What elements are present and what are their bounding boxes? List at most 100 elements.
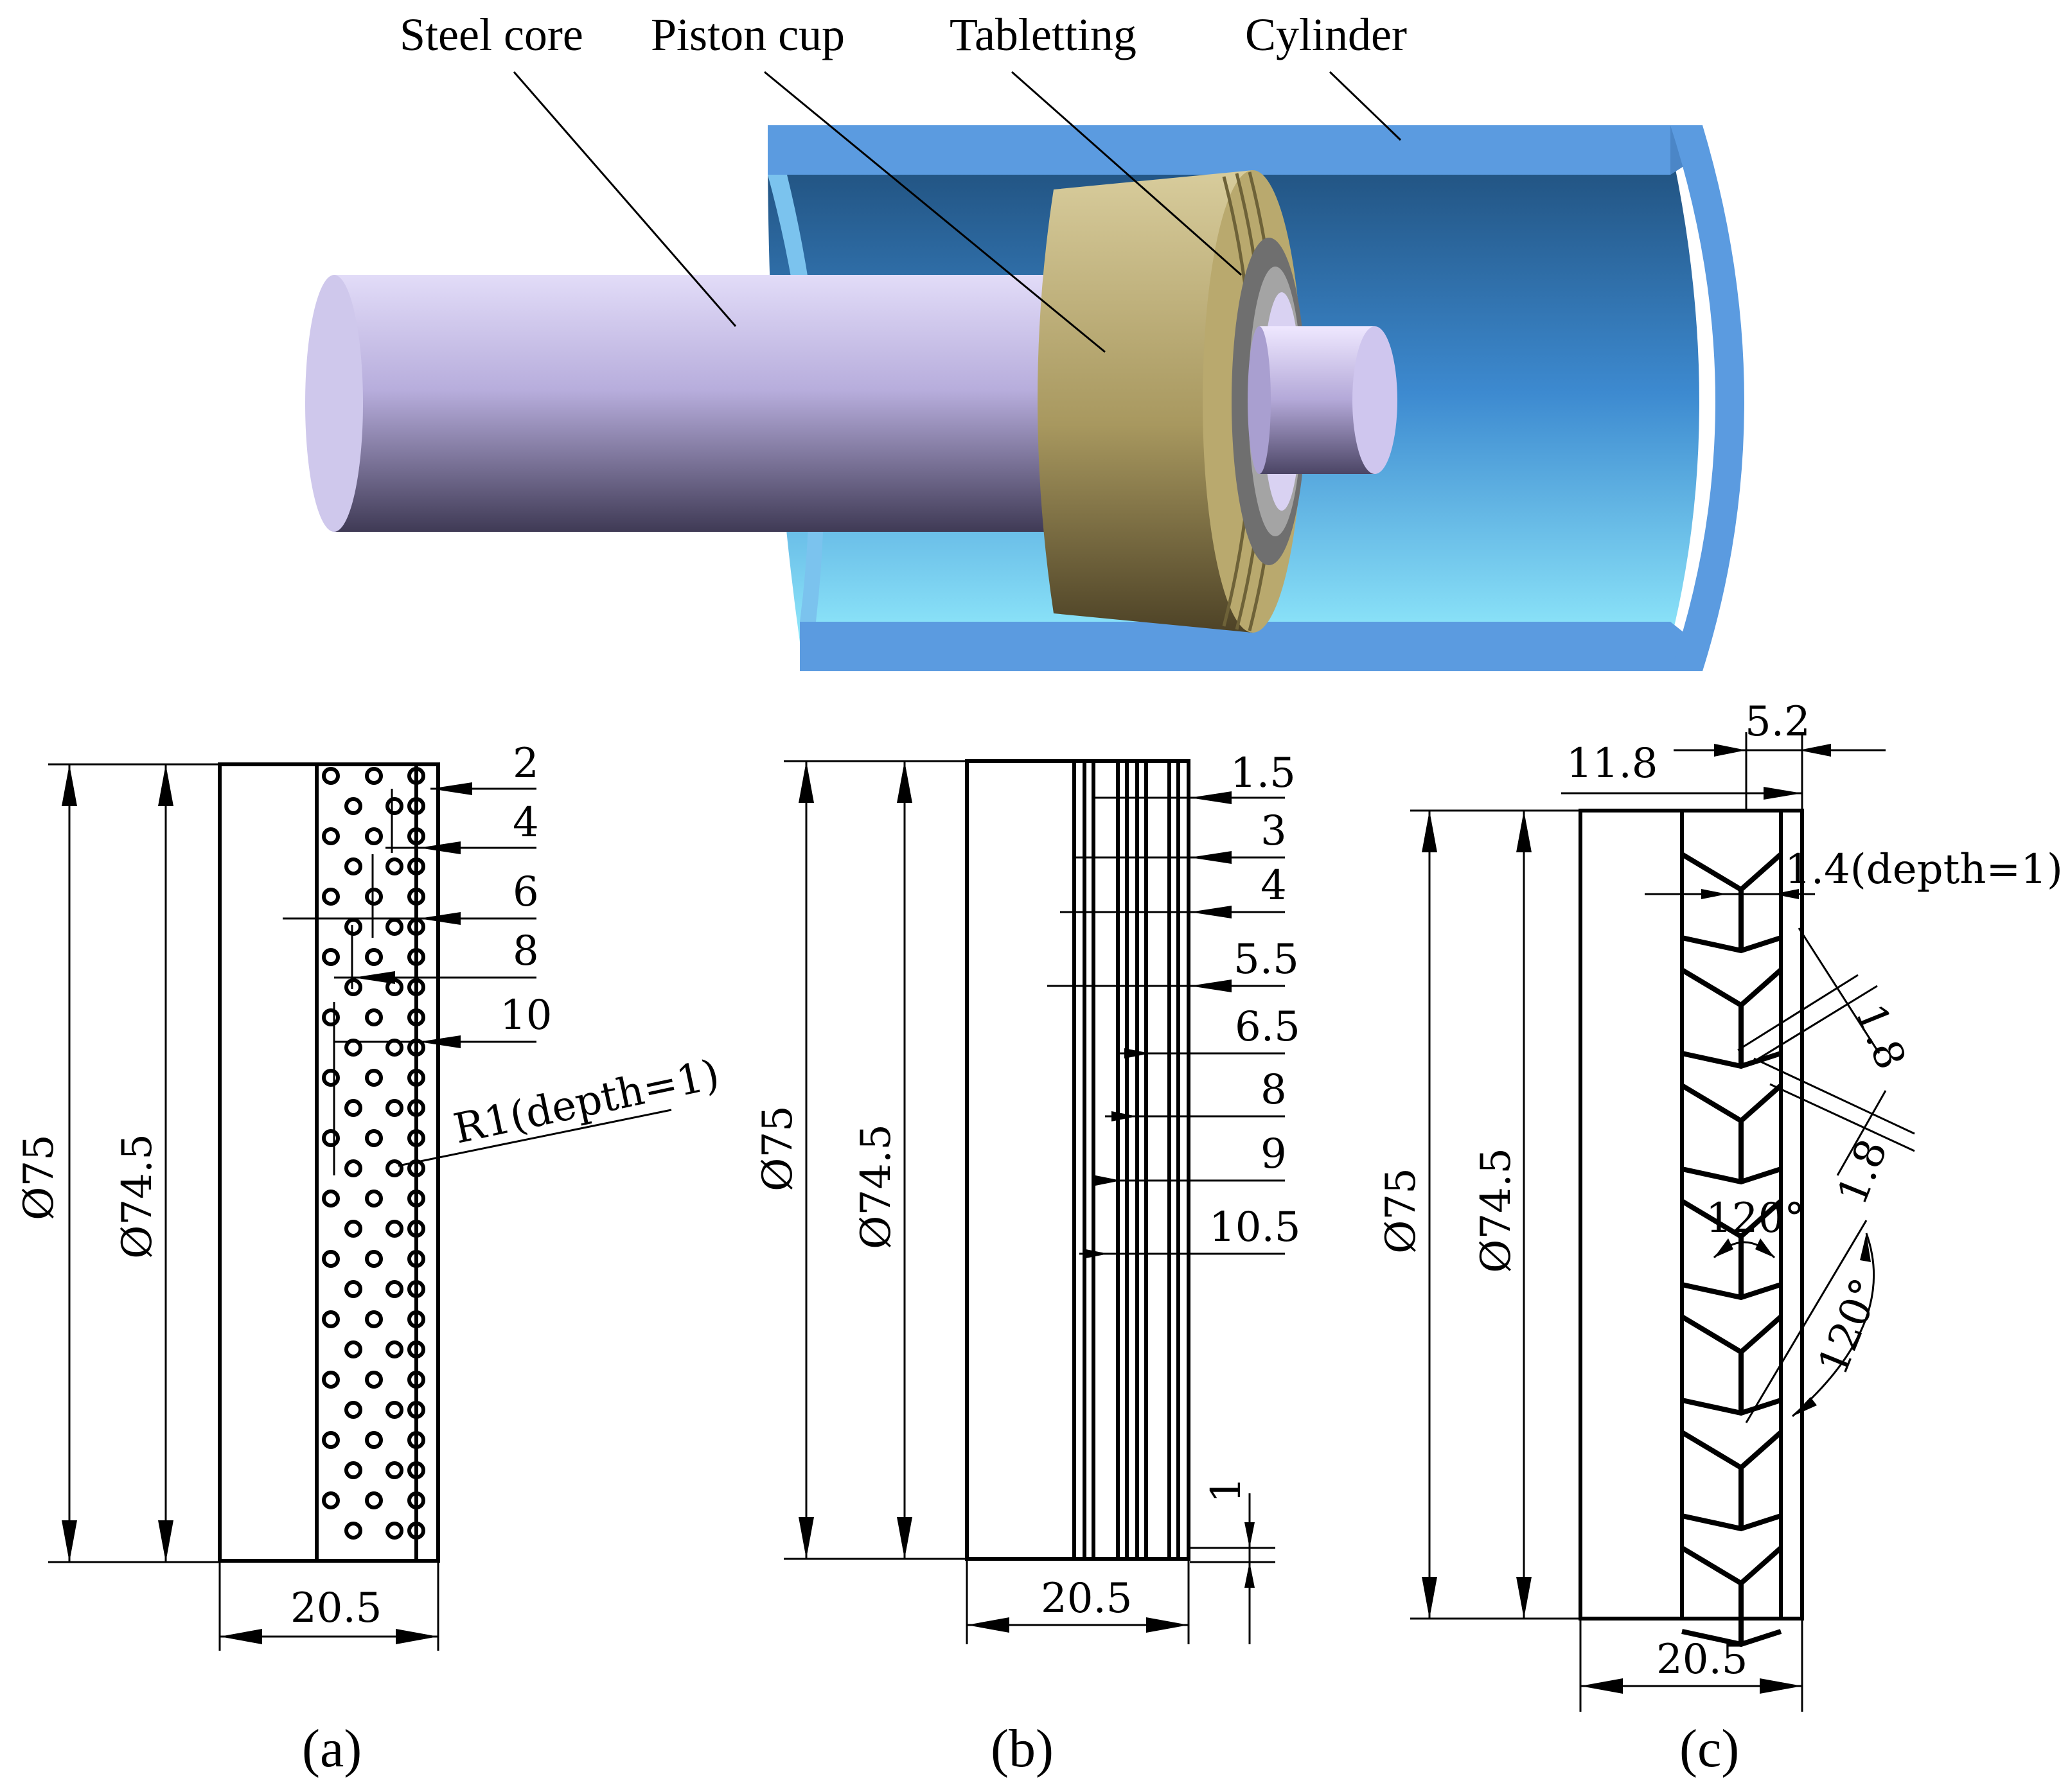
panel-c-angle-1: 120°: [1706, 1195, 1805, 1242]
label-steel-core: Steel core: [400, 9, 583, 60]
hole-mark: [385, 1220, 403, 1238]
cylinder-rim: [1670, 125, 1744, 671]
hole-mark: [407, 1250, 425, 1268]
hole-mark: [365, 1431, 383, 1449]
chevron-groove: [1680, 1083, 1783, 1185]
panel-b-groove-6: 8: [1260, 1066, 1287, 1114]
panel-b-groove-5: 6.5: [1235, 1003, 1300, 1051]
panel-a-inner-diameter: Ø74.5: [114, 1134, 161, 1259]
hole-mark: [365, 1069, 383, 1087]
panel-b-groove-4: 5.5: [1234, 936, 1299, 983]
leader-steel-core: [513, 71, 737, 327]
chevron-groove: [1680, 1199, 1783, 1301]
panel-c-outer-diameter: Ø75: [1377, 1168, 1425, 1254]
hole-mark: [385, 1401, 403, 1419]
center-pin: [1248, 326, 1397, 474]
panel-a-row-4: 8: [513, 927, 539, 975]
cylinder-bottom-wall: [800, 622, 1696, 671]
hole-mark: [365, 1250, 383, 1268]
panel-c-inner-diameter: Ø74.5: [1473, 1148, 1520, 1273]
panel-b: Ø75 Ø74.5 20.5 1.5 3 4: [754, 750, 1301, 1779]
panel-b-groove-3: 4: [1260, 862, 1287, 909]
panel-b-width: 20.5: [1041, 1575, 1133, 1622]
hole-mark: [322, 1190, 340, 1208]
panel-a-caption: (a): [302, 1719, 362, 1779]
chevron-groove: [1680, 1545, 1783, 1647]
chevron-groove: [1680, 967, 1783, 1069]
panel-c-groove-note: 1.4(depth=1): [1785, 846, 2061, 893]
hole-mark: [385, 1522, 403, 1540]
hole-mark: [322, 1069, 340, 1087]
hole-mark: [344, 857, 362, 875]
hole-mark: [322, 948, 340, 966]
panel-b-groove-depth: 1: [1203, 1477, 1250, 1503]
hole-mark: [344, 1401, 362, 1419]
hole-mark: [407, 948, 425, 966]
hole-mark: [385, 857, 403, 875]
label-piston-cup: Piston cup: [651, 9, 845, 60]
panel-a-row-1: 2: [513, 740, 539, 787]
hole-mark: [385, 1461, 403, 1479]
hole-mark: [344, 1039, 362, 1057]
panel-c-body: [1579, 809, 1804, 1621]
panel-a-hole-note: R1(depth=1): [450, 1051, 723, 1154]
hole-mark: [344, 918, 362, 936]
hole-mark: [407, 1310, 425, 1328]
hole-mark: [407, 1340, 425, 1358]
hole-mark: [344, 1220, 362, 1238]
panel-c-offset: 11.8: [1566, 740, 1658, 787]
chevron-groove: [1680, 1430, 1783, 1532]
panel-c-angle-2: 120°: [1809, 1272, 1890, 1382]
hole-mark: [407, 978, 425, 996]
hole-mark: [322, 1431, 340, 1449]
chevron-groove: [1680, 852, 1783, 954]
hole-mark: [365, 1371, 383, 1389]
hole-mark: [407, 827, 425, 845]
hole-mark: [365, 767, 383, 785]
hole-mark: [385, 1099, 403, 1117]
hole-mark: [322, 1310, 340, 1328]
panel-b-groove-7: 9: [1260, 1130, 1287, 1178]
hole-mark: [365, 948, 383, 966]
leader-tabletting: [1011, 71, 1242, 276]
hole-mark: [407, 1491, 425, 1509]
hole-mark: [407, 767, 425, 785]
hole-mark: [407, 797, 425, 815]
hole-mark: [322, 1371, 340, 1389]
panel-c-chevron-grooves: [1680, 852, 1783, 1647]
hole-mark: [344, 1099, 362, 1117]
panel-b-caption: (b): [991, 1719, 1054, 1779]
chevron-groove: [1680, 1314, 1783, 1416]
hole-mark: [322, 1129, 340, 1147]
hole-mark: [385, 918, 403, 936]
panel-b-groove-8: 10.5: [1209, 1204, 1301, 1251]
label-cylinder: Cylinder: [1245, 9, 1407, 60]
hole-mark: [407, 888, 425, 906]
hole-mark: [407, 1522, 425, 1540]
hole-mark: [385, 1280, 403, 1298]
leader-cylinder: [1329, 71, 1402, 141]
panel-a-row-2: 4: [513, 799, 539, 847]
panel-b-outer-diameter: Ø75: [754, 1105, 802, 1191]
hole-mark: [407, 1190, 425, 1208]
panel-c-spacing-2: 1.8: [1828, 1133, 1897, 1211]
hole-mark: [407, 1008, 425, 1026]
panel-a: Ø75 Ø74.5 20.5 2 4 6 8 10 R1(depth=1) (a…: [15, 740, 723, 1779]
panel-c-spacing-1: 1.8: [1846, 997, 1915, 1076]
hole-mark: [322, 1491, 340, 1509]
panel-b-groove-leaders: [1047, 791, 1285, 1259]
steel-core: [305, 275, 1066, 532]
panel-c-span: 5.2: [1745, 698, 1810, 746]
assembly-illustration: Steel core Piston cup Tabletting Cylinde…: [305, 9, 1744, 671]
hole-mark: [365, 827, 383, 845]
hole-mark: [344, 978, 362, 996]
hole-mark: [407, 857, 425, 875]
hole-mark: [344, 1159, 362, 1177]
hole-mark: [385, 1340, 403, 1358]
hole-mark: [407, 1069, 425, 1087]
hole-mark: [322, 1008, 340, 1026]
cylinder-top-wall: [768, 125, 1703, 175]
panel-a-row-5: 10: [500, 992, 552, 1039]
hole-mark: [407, 1280, 425, 1298]
